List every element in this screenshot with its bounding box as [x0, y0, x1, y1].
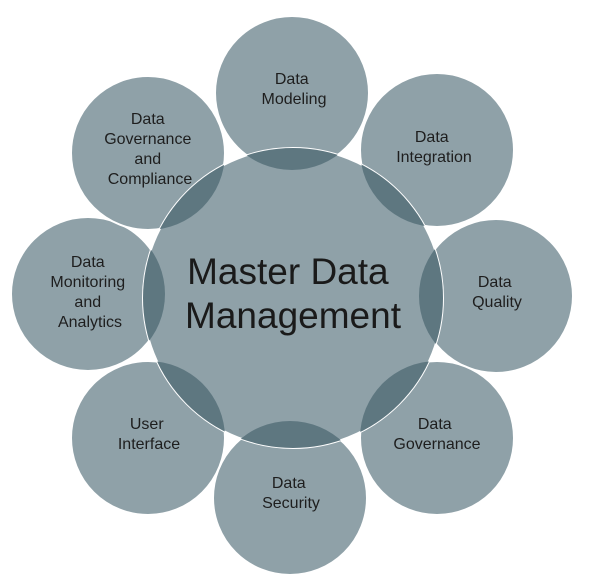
node-label-line: Governance [393, 436, 480, 453]
node-label-data-security: Data Security [262, 475, 320, 512]
node-label-line: Data [131, 111, 165, 128]
node-label-data-modeling: Data Modeling [262, 71, 327, 108]
node-label-line: Compliance [108, 171, 193, 188]
center-title-line: Master Data [187, 251, 389, 292]
node-label-line: Data [415, 129, 449, 146]
node-label-line: Modeling [262, 91, 327, 108]
node-label-line: Data [478, 274, 512, 291]
node-label-line: Monitoring [50, 274, 125, 291]
node-label-line: Governance [104, 131, 191, 148]
node-label-data-governance: Data Governance [393, 416, 480, 453]
node-label-line: Quality [472, 294, 522, 311]
node-label-line: Data [71, 254, 105, 271]
node-label-data-governance-compliance: Data Governance and Compliance [104, 111, 196, 188]
node-label-line: and [134, 151, 161, 168]
node-label-line: Integration [396, 149, 472, 166]
node-label-line: Interface [118, 436, 180, 453]
node-circle-data-integration [359, 72, 515, 228]
node-label-line: Analytics [58, 314, 122, 331]
center-title: Master Data Management [185, 251, 402, 336]
outer-circles [10, 15, 574, 576]
node-label-data-monitoring-analytics: Data Monitoring and Analytics [50, 254, 129, 331]
node-label-line: Data [272, 475, 306, 492]
node-label-line: User [130, 416, 164, 433]
center-title-line: Management [185, 295, 402, 336]
node-label-line: Data [418, 416, 452, 433]
node-label-user-interface: User Interface [118, 416, 180, 453]
node-label-data-integration: Data Integration [396, 129, 472, 166]
node-label-line: and [74, 294, 101, 311]
node-label-data-quality: Data Quality [472, 274, 522, 311]
node-label-line: Data [275, 71, 309, 88]
node-label-line: Security [262, 495, 320, 512]
